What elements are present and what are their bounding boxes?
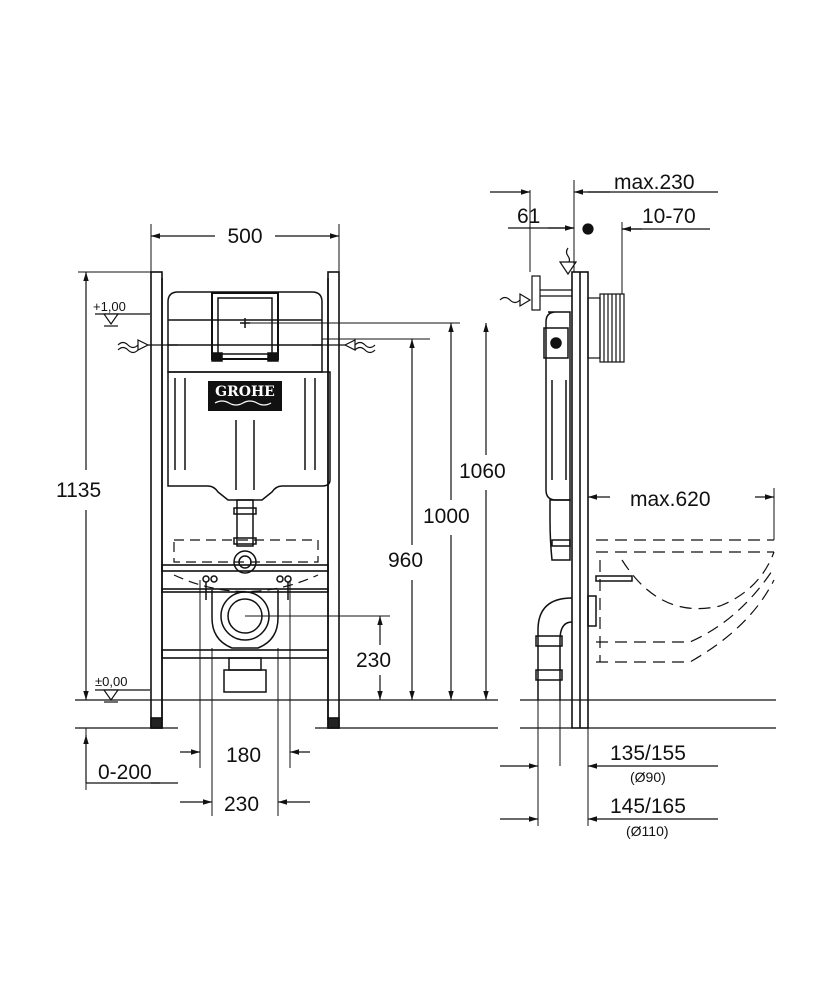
brand-logo-text: GROHE xyxy=(215,384,275,400)
waste-outlet xyxy=(202,575,292,693)
dim-label-0-200: 0-200 xyxy=(98,761,152,784)
brand-logo: GROHE xyxy=(208,381,282,411)
dim-label-230-height: 230 xyxy=(356,649,391,672)
level-marker-top xyxy=(95,313,150,327)
dim-label-61: 61 xyxy=(517,205,540,228)
dim-label-180: 180 xyxy=(226,744,261,767)
level-label-bottom: ±0,00 xyxy=(95,674,127,689)
side-bracket xyxy=(499,247,578,311)
wc-outline-dashed xyxy=(596,539,775,663)
side-frame xyxy=(571,271,589,729)
water-inlet-right xyxy=(312,339,376,354)
dim-label-145-165: 145/165 xyxy=(610,795,686,818)
dim-label-10-70: 10-70 xyxy=(642,205,696,228)
front-view: GROHE xyxy=(75,224,498,816)
dim-label-1000: 1000 xyxy=(423,505,470,528)
wall-connector xyxy=(587,293,625,363)
dim-label-500: 500 xyxy=(227,225,262,248)
side-cistern xyxy=(543,311,571,561)
dim-label-1135: 1135 xyxy=(56,479,101,502)
level-marker-bottom xyxy=(95,689,150,703)
water-inlet-left xyxy=(117,339,178,354)
dim-label-max230: max.230 xyxy=(614,171,695,194)
dim-label-dia-90: (Ø90) xyxy=(630,769,666,785)
level-label-top: +1,00 xyxy=(93,299,126,314)
dim-label-1060: 1060 xyxy=(459,460,506,483)
dim-label-135-155: 135/155 xyxy=(610,742,686,765)
dim-label-960: 960 xyxy=(388,549,423,572)
side-view xyxy=(490,180,776,826)
dim-label-dia-110: (Ø110) xyxy=(626,823,669,839)
dim-label-max620: max.620 xyxy=(630,488,711,511)
side-waste-pipe xyxy=(535,575,633,700)
dim-label-230-width: 230 xyxy=(224,793,259,816)
cistern xyxy=(167,291,331,501)
